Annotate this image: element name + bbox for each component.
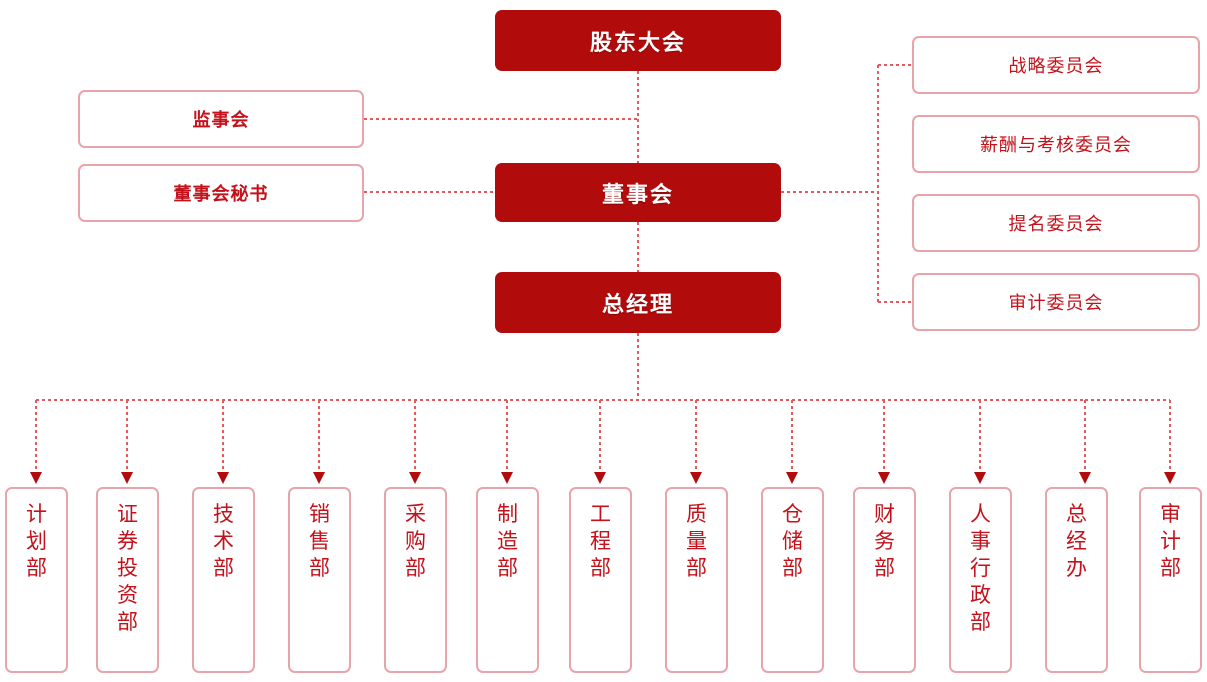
- node-label: 总经理: [601, 292, 674, 318]
- node-label: 销售部: [309, 502, 330, 580]
- node-department-manufacturing[interactable]: 制造部: [476, 487, 539, 673]
- node-label: 董事会: [601, 182, 674, 208]
- node-department-engineering[interactable]: 工程部: [569, 487, 632, 673]
- node-label: 计划部: [26, 502, 47, 580]
- node-label: 仓储部: [782, 502, 803, 580]
- node-department-gm-office[interactable]: 总经办: [1045, 487, 1108, 673]
- node-department-sales[interactable]: 销售部: [288, 487, 351, 673]
- node-label: 工程部: [590, 502, 611, 580]
- node-label: 人事行政部: [970, 502, 991, 634]
- node-label: 审计部: [1160, 502, 1181, 580]
- node-label: 董事会秘书: [173, 184, 269, 205]
- node-department-audit[interactable]: 审计部: [1139, 487, 1202, 673]
- node-label: 审计委员会: [1008, 293, 1104, 314]
- node-label: 技术部: [213, 502, 234, 580]
- node-label: 股东大会: [589, 30, 686, 56]
- node-department-quality[interactable]: 质量部: [665, 487, 728, 673]
- arrowheads: [30, 472, 1176, 484]
- node-remuneration-committee[interactable]: 薪酬与考核委员会: [912, 115, 1200, 173]
- node-label: 提名委员会: [1008, 214, 1104, 235]
- node-department-technology[interactable]: 技术部: [192, 487, 255, 673]
- node-label: 证券投资部: [117, 502, 138, 634]
- node-department-warehouse[interactable]: 仓储部: [761, 487, 824, 673]
- node-department-finance[interactable]: 财务部: [853, 487, 916, 673]
- node-label: 制造部: [497, 502, 518, 580]
- node-shareholders-meeting[interactable]: 股东大会: [495, 10, 781, 71]
- node-department-planning[interactable]: 计划部: [5, 487, 68, 673]
- node-label: 战略委员会: [1008, 56, 1104, 77]
- node-board-of-directors[interactable]: 董事会: [495, 163, 781, 222]
- node-strategy-committee[interactable]: 战略委员会: [912, 36, 1200, 94]
- node-department-purchasing[interactable]: 采购部: [384, 487, 447, 673]
- node-label: 质量部: [686, 502, 707, 580]
- node-department-hr-admin[interactable]: 人事行政部: [949, 487, 1012, 673]
- node-label: 薪酬与考核委员会: [980, 135, 1132, 156]
- node-audit-committee[interactable]: 审计委员会: [912, 273, 1200, 331]
- node-board-secretary[interactable]: 董事会秘书: [78, 164, 364, 222]
- node-label: 监事会: [192, 110, 250, 131]
- node-department-securities-investment[interactable]: 证券投资部: [96, 487, 159, 673]
- node-label: 采购部: [405, 502, 426, 580]
- node-label: 财务部: [874, 502, 895, 580]
- node-nomination-committee[interactable]: 提名委员会: [912, 194, 1200, 252]
- node-board-of-supervisors[interactable]: 监事会: [78, 90, 364, 148]
- node-label: 总经办: [1066, 502, 1087, 580]
- node-general-manager[interactable]: 总经理: [495, 272, 781, 333]
